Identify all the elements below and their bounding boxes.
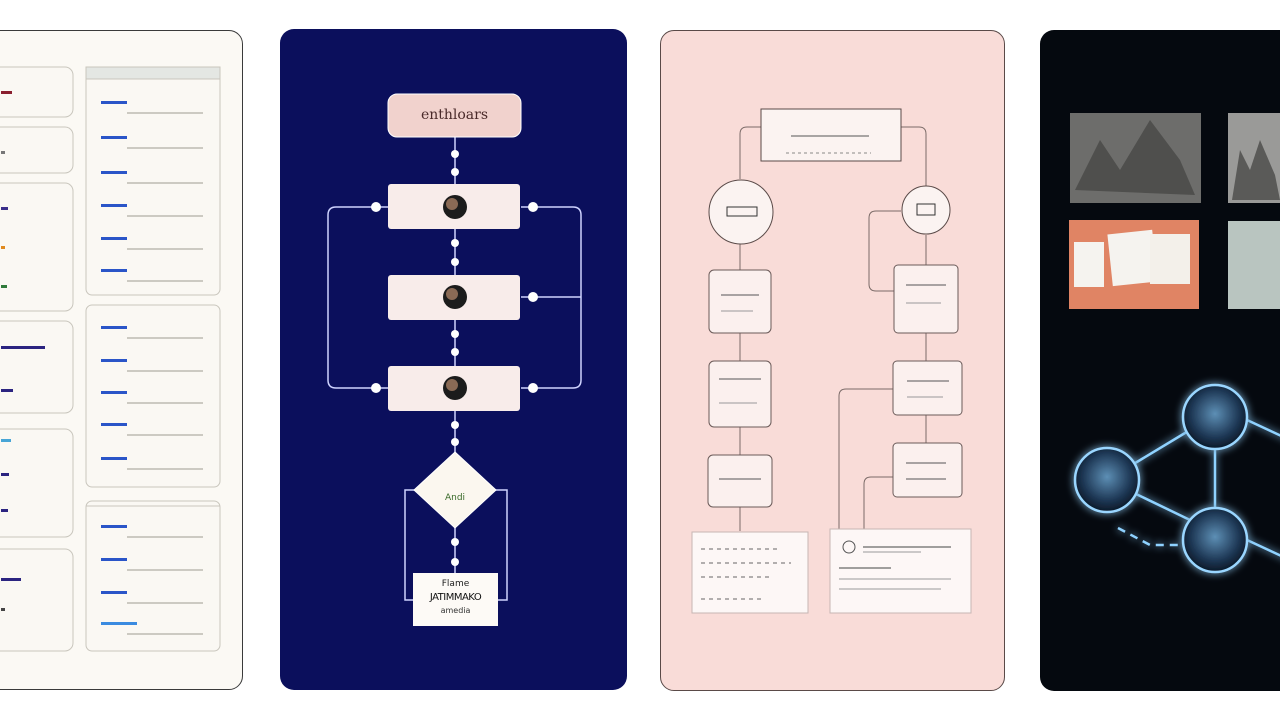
right-card-lines [101, 101, 203, 635]
list-board-drawing [0, 66, 221, 652]
card-marker [101, 359, 127, 362]
process-node[interactable] [388, 275, 520, 320]
title-node[interactable] [760, 108, 902, 162]
network-node[interactable] [1181, 506, 1249, 574]
card-marker [101, 204, 127, 207]
end-node[interactable] [413, 573, 498, 626]
network-node[interactable] [1073, 446, 1141, 514]
thumbnail[interactable] [1069, 220, 1199, 309]
card-marker [101, 171, 127, 174]
left-card[interactable] [0, 66, 74, 118]
network-dark-panel [1040, 30, 1280, 691]
thumbnail[interactable] [1228, 113, 1280, 203]
card-marker [101, 591, 127, 594]
card-marker [101, 326, 127, 329]
process-node[interactable] [388, 184, 520, 229]
note-card[interactable] [829, 528, 972, 614]
process-box[interactable] [708, 360, 772, 428]
circle-node[interactable] [901, 185, 951, 235]
left-card[interactable] [0, 548, 74, 652]
network-dark-drawing [1069, 113, 1280, 574]
decision-node[interactable] [413, 451, 497, 529]
left-card[interactable] [0, 428, 74, 538]
right-card[interactable] [85, 304, 221, 488]
card-marker [101, 269, 127, 272]
card-marker [101, 391, 127, 394]
process-node[interactable] [388, 366, 520, 411]
list-board-panel [0, 30, 243, 690]
flowchart-pink-panel [660, 30, 1005, 691]
process-box[interactable] [707, 454, 773, 508]
card-marker [101, 622, 137, 625]
connector-dots [371, 150, 538, 566]
process-box[interactable] [893, 264, 959, 334]
card-marker [101, 136, 127, 139]
right-card[interactable] [85, 500, 221, 652]
process-box[interactable] [892, 360, 963, 416]
note-card[interactable] [691, 531, 809, 614]
left-card[interactable] [0, 182, 74, 312]
card-marker [101, 101, 127, 104]
flowchart-navy-drawing [327, 93, 582, 626]
card-marker [101, 423, 127, 426]
card-marker [101, 525, 127, 528]
decision-label: Andi [444, 493, 466, 503]
flowchart-pink-drawing [691, 108, 972, 614]
thumbnail[interactable] [1070, 113, 1201, 203]
card-marker [101, 237, 127, 240]
left-card[interactable] [0, 320, 74, 414]
network-node[interactable] [1181, 383, 1249, 451]
thumbnail[interactable] [1228, 221, 1280, 309]
end-label-2: JATIMMAKO [429, 592, 482, 603]
left-card[interactable] [0, 126, 74, 174]
card-marker [101, 558, 127, 561]
circle-node[interactable] [708, 179, 774, 245]
end-label-1: Flame [441, 579, 470, 589]
card-marker [101, 457, 127, 460]
end-label-3: amedia [440, 606, 471, 615]
process-box[interactable] [708, 269, 772, 334]
flowchart-navy-panel: enthloars Andi Flame JATIMMAKO amedia [280, 29, 627, 690]
start-node[interactable] [387, 93, 522, 138]
process-box[interactable] [892, 442, 963, 498]
start-label: enthloars [420, 107, 489, 123]
